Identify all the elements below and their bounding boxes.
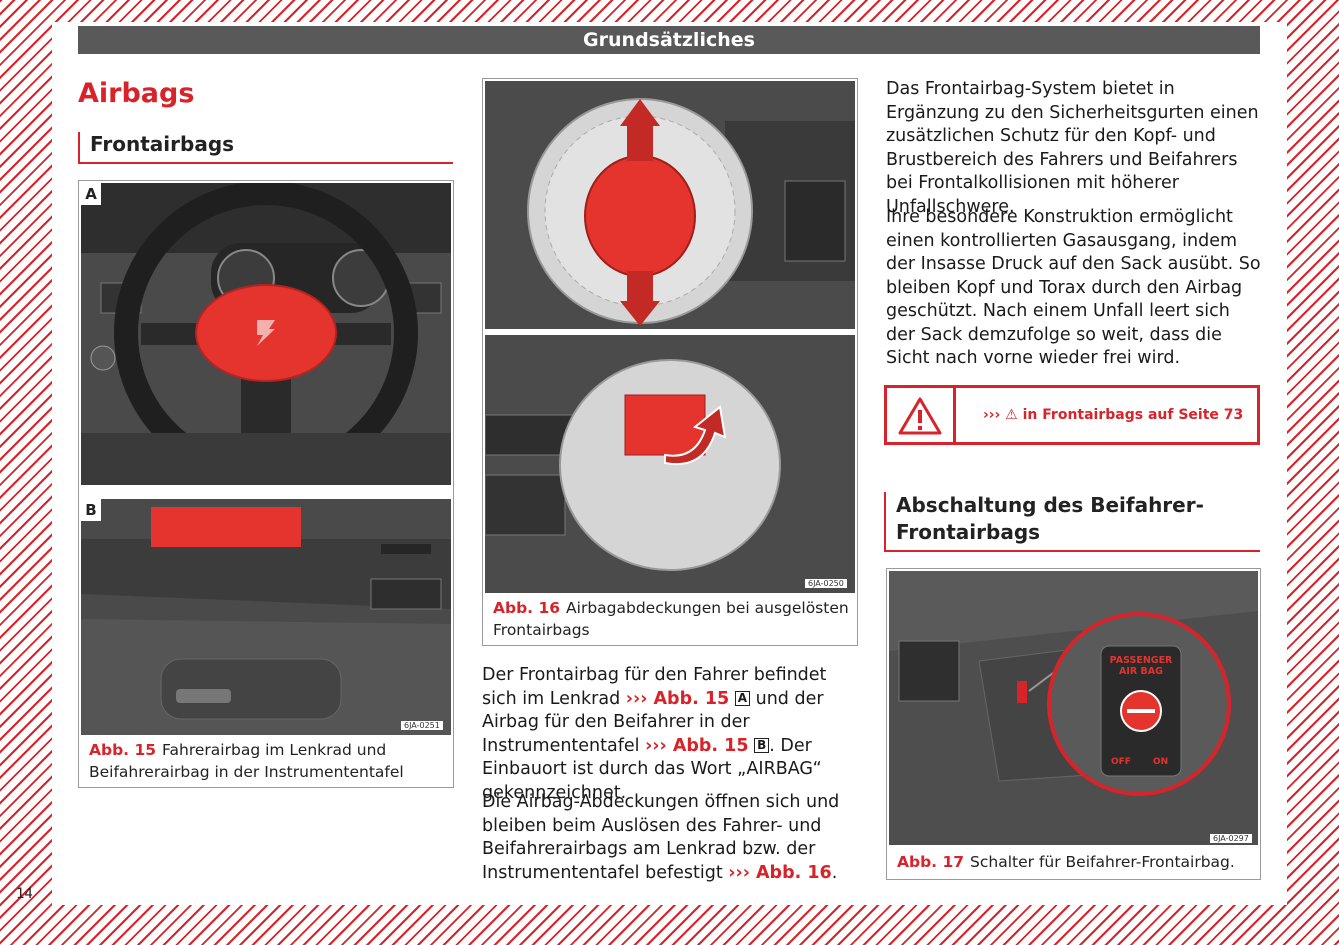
figure-number: Abb. 17 (897, 853, 965, 871)
figure-link[interactable]: ››› Abb. 15 (625, 688, 730, 709)
passenger-airbag-deployed-image (485, 335, 855, 593)
header-bar: Grundsätzliches (78, 26, 1260, 54)
warning-divider (953, 388, 956, 442)
paragraph-text: und der Airbag für den Beifahrer in der … (482, 688, 824, 756)
section-heading-text: Abschaltung des Beifahrer-Frontairbags (896, 493, 1204, 544)
page-number: 14 (16, 886, 33, 902)
figure-17: PASSENGER AIR BAG OFF ON 6JA-0297 Abb. 1… (886, 568, 1261, 880)
switch-label: PASSENGER AIR BAG (1109, 655, 1173, 677)
figure-code: 6JA-0297 (1210, 834, 1252, 843)
switch-on-label: ON (1153, 757, 1169, 767)
dashboard-image: B (81, 499, 451, 735)
figure-label-b: B (81, 499, 101, 521)
driver-airbag-deployed-image (485, 81, 855, 329)
switch-label-line: PASSENGER (1109, 655, 1173, 666)
paragraph-airbag-covers: Die Airbag-Abdeckungen öffnen sich und b… (482, 791, 858, 885)
paragraph-system-description: Das Frontairbag-System bietet in Ergänzu… (886, 79, 1259, 217)
paragraph-airbag-location: Der Frontairbag für den Fahrer befindet … (482, 664, 858, 805)
figure-caption: Abb. 17 Schalter für Beifahrer-Frontairba… (897, 851, 1253, 873)
figure-number: Abb. 15 (89, 741, 157, 759)
section-heading-frontairbags: Frontairbags (78, 132, 453, 164)
section-heading-abschaltung: Abschaltung des Beifahrer-Frontairbags (884, 492, 1260, 552)
section-heading-text: Frontairbags (90, 132, 235, 156)
figure-link[interactable]: ››› Abb. 15 (645, 735, 749, 756)
warning-triangle-icon (898, 397, 942, 435)
paragraph-text: Die Airbag-Abdeckungen öffnen sich und b… (482, 792, 840, 883)
page-title: Airbags (78, 78, 195, 109)
paragraph-text: . Der Einbauort ist durch das Wort „AIRB… (482, 735, 822, 803)
figure-caption-text: Airbagabdeckungen bei ausgelösten Fronta… (493, 599, 849, 639)
paragraph-text: Der Frontairbag für den Fahrer befindet … (482, 665, 827, 709)
switch-label-line: AIR BAG (1119, 666, 1163, 677)
paragraph-text: . (831, 862, 838, 883)
warning-box: ››› ⚠ in Frontairbags auf Seite 73 (884, 385, 1260, 445)
figure-part-label: B (754, 737, 770, 753)
figure-number: Abb. 16 (493, 599, 561, 617)
switch-off-label: OFF (1111, 757, 1131, 767)
steering-wheel-image: A (81, 183, 451, 485)
figure-code: 6JA-0250 (805, 579, 847, 588)
figure-caption-text: Schalter für Beifahrer-Frontairbag. (970, 853, 1235, 871)
paragraph-construction: Ihre besondere Konstruktion ermöglicht e… (886, 207, 1261, 368)
warning-link[interactable]: ››› ⚠ in Frontairbags auf Seite 73 (983, 407, 1244, 423)
figure-code: 6JA-0251 (401, 721, 443, 730)
figure-caption-text: Fahrerairbag im Lenkrad und Beifahrerair… (89, 741, 404, 781)
airbag-switch-image: PASSENGER AIR BAG OFF ON (889, 571, 1258, 845)
figure-part-label: A (734, 690, 751, 706)
figure-label-a: A (81, 183, 101, 205)
figure-link[interactable]: ››› Abb. 16 (728, 862, 832, 883)
